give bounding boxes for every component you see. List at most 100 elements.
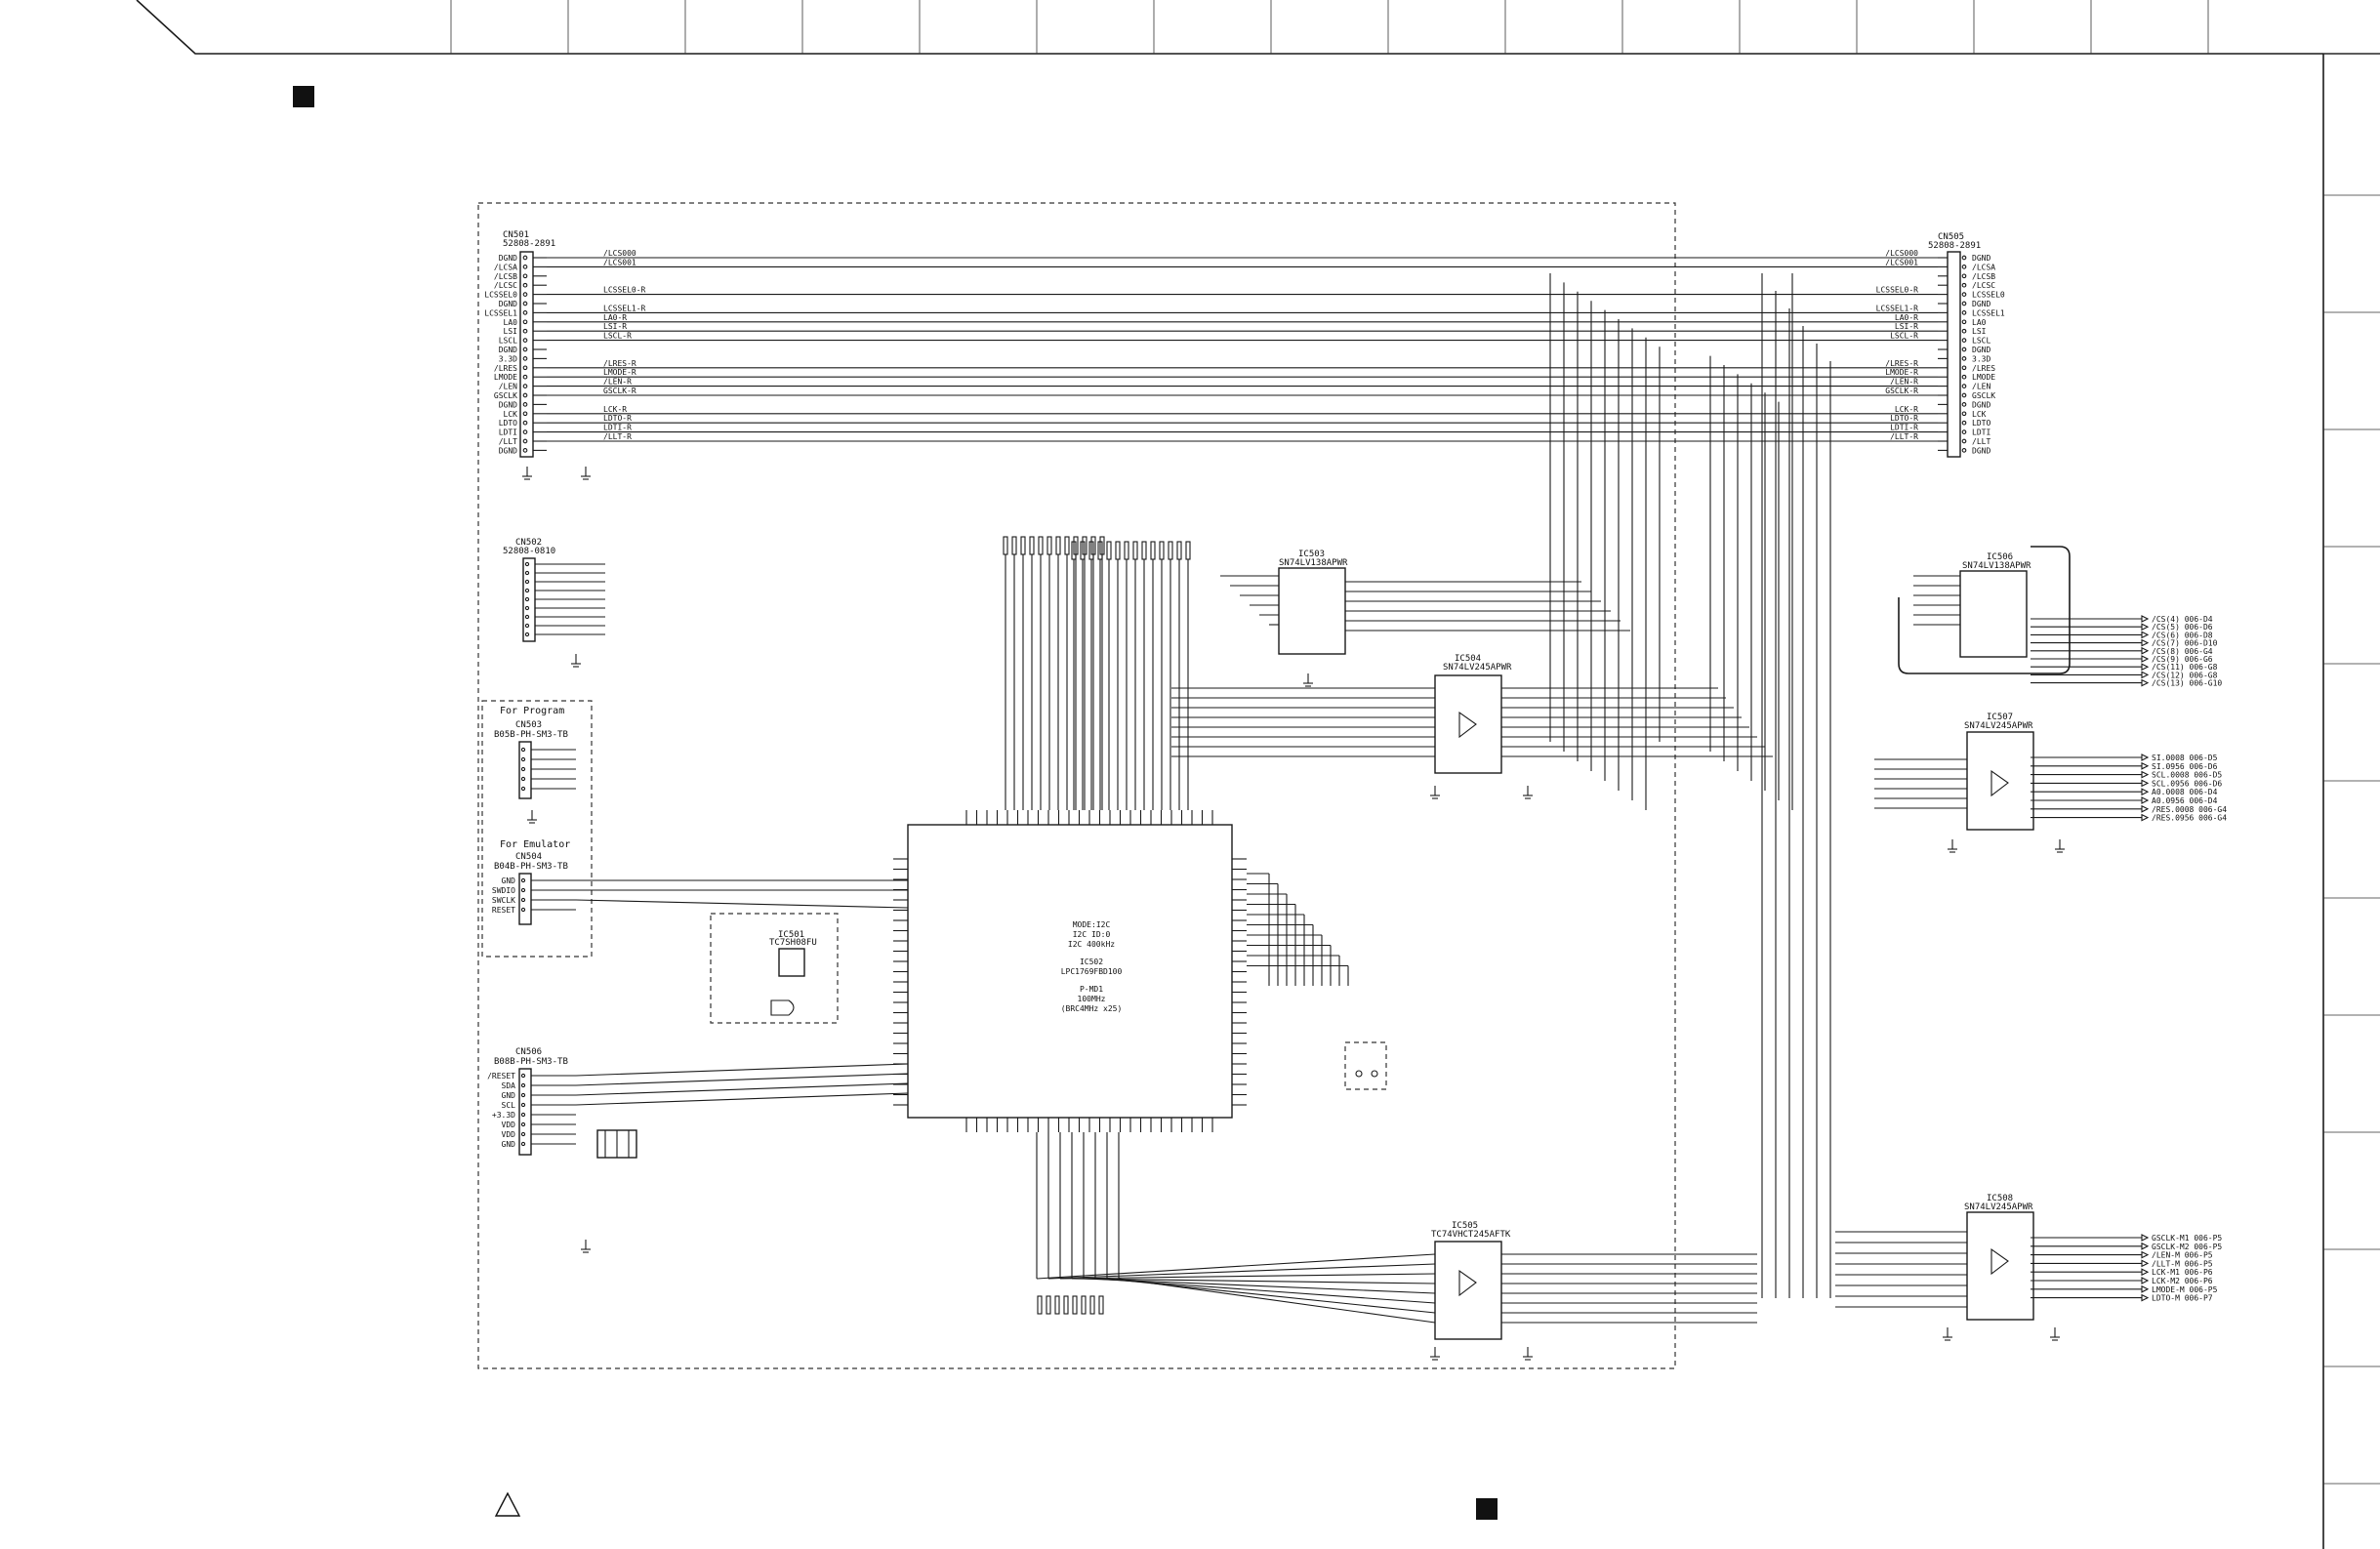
net-label-left: /LCS001 [603,258,636,266]
cn505-pin-label: DGND [1972,400,1990,409]
pin-dot [524,570,530,576]
ic506-part: SN74LV138APWR [1962,561,2031,571]
cn501-pin-label: DGND [499,446,517,455]
pin-dot [520,877,526,883]
ic504-part: SN74LV245APWR [1443,663,1512,673]
off-page-arrow-icon [2141,678,2150,687]
pin-dot [522,255,528,261]
pin-dot [522,356,528,361]
cn501-pin-label: DGND [499,254,517,263]
cn505-pin-label: LCSSEL0 [1972,291,2005,300]
connector-cn506: CN506 B08B-PH-SM3-TB /RESETSDAGNDSCL+3.3… [487,1047,576,1156]
connector-cn502: CN502 52808-0810 [503,538,605,642]
resistor [1029,536,1035,555]
cn501-pin-label: /LCSB [494,272,517,281]
off-page-label: /CS(12) 006-G8 [2152,671,2218,679]
resistor [1150,541,1156,560]
pin-label: GND [502,1140,516,1149]
cn504-heading: For Emulator [500,839,570,850]
off-page-label: /CS(4) 006-D4 [2152,615,2213,624]
resistor [1176,541,1182,560]
cn503-part: B05B-PH-SM3-TB [494,730,568,740]
off-page-arrow-icon [2141,796,2150,804]
pin-label: GND [502,1091,516,1100]
connector-cn504: For Emulator CN504 B04B-PH-SM3-TB GNDSWD… [492,839,576,925]
pin-dot [520,1131,526,1137]
ic502-text-line: IC502 [1080,958,1103,966]
cn503-heading: For Program [500,706,564,716]
off-page-arrow-icon [2141,754,2150,761]
cn506-part: B08B-PH-SM3-TB [494,1057,568,1067]
net-label-left: LSI-R [603,322,627,331]
cn505-pin-label: LMODE [1972,373,1995,382]
ic505-ref: IC505 [1452,1221,1478,1231]
net-label-right: LDTO-R [1890,414,1918,423]
resistor [1046,1295,1051,1315]
pin-dot [522,310,528,315]
resistor [1020,536,1026,555]
pin-dot [520,766,526,772]
ic503-part: SN74LV138APWR [1279,558,1348,568]
ic504-ref: IC504 [1455,654,1481,664]
resistor [1081,1295,1087,1315]
pin-dot [520,1141,526,1147]
pin-label: +3.3D [492,1111,515,1120]
cn505-ref: CN505 [1938,232,1964,242]
pin-dot [522,338,528,343]
pin-dot [1961,319,1967,325]
net-label-right: LSCL-R [1890,332,1918,341]
net-label-right: LCSSEL1-R [1876,304,1919,312]
cn501-pin-label: /LCSA [494,263,517,271]
wire [575,1082,909,1096]
pin-dot [1961,420,1967,426]
resistor [1124,541,1129,560]
pin-dot [520,897,526,903]
cn501-ref: CN501 [503,230,529,240]
cn501-pin-label: DGND [499,346,517,354]
cn505-pin-label: LSCL [1972,337,1990,346]
pin-label: RESET [492,906,515,915]
resistor [1063,1295,1069,1315]
cn505-pin-label: LA0 [1972,318,1987,327]
resistor [1072,1295,1078,1315]
pin-dot [1961,328,1967,334]
net-label-right: /LEN-R [1890,378,1918,387]
cn501-pin-label: 3.3D [499,354,517,363]
pin-dot [1961,392,1967,398]
off-page-arrow-icon [2141,631,2150,639]
net-label-right: LSI-R [1895,322,1918,331]
pin-dot [524,614,530,620]
wire [1094,1278,1436,1304]
cn501-pin-label: LA0 [504,318,518,327]
net-label-left: GSCLK-R [603,387,636,395]
pin-dot [520,1092,526,1098]
net-label-right: /LRES-R [1885,359,1918,368]
pin-dot [520,1112,526,1118]
buffer-ic505: IC505 TC74VHCT245AFTK [1431,1221,1511,1340]
pin-dot [524,579,530,585]
net-label-left: LCSSEL1-R [603,304,646,312]
cn505-pin-label: 3.3D [1972,354,1990,363]
pin-dot [522,411,528,417]
pin-dot [522,301,528,306]
net-label-right: GSCLK-R [1885,387,1918,395]
resistor [1106,541,1112,560]
cn501-pin-label: GSCLK [494,391,517,400]
ic502-text-line: 100MHz [1078,995,1106,1003]
ic502-text-line: LPC1769FBD100 [1061,967,1123,976]
pin-dot [1961,402,1967,407]
ic508-part: SN74LV245APWR [1964,1203,2033,1212]
net-label-left: LDTO-R [603,414,632,423]
pin-dot [1961,282,1967,288]
pin-dot [522,365,528,371]
pin-label: SCL [502,1101,516,1110]
pin-dot [522,346,528,352]
cn505-pin-label: LSI [1972,327,1987,336]
off-page-arrow-icon [2141,1242,2150,1250]
wire [575,899,909,909]
pin-dot [1961,365,1967,371]
off-page-label: /LEN-M 006-P5 [2152,1251,2213,1260]
cn501-pin-label: /LEN [499,383,517,391]
